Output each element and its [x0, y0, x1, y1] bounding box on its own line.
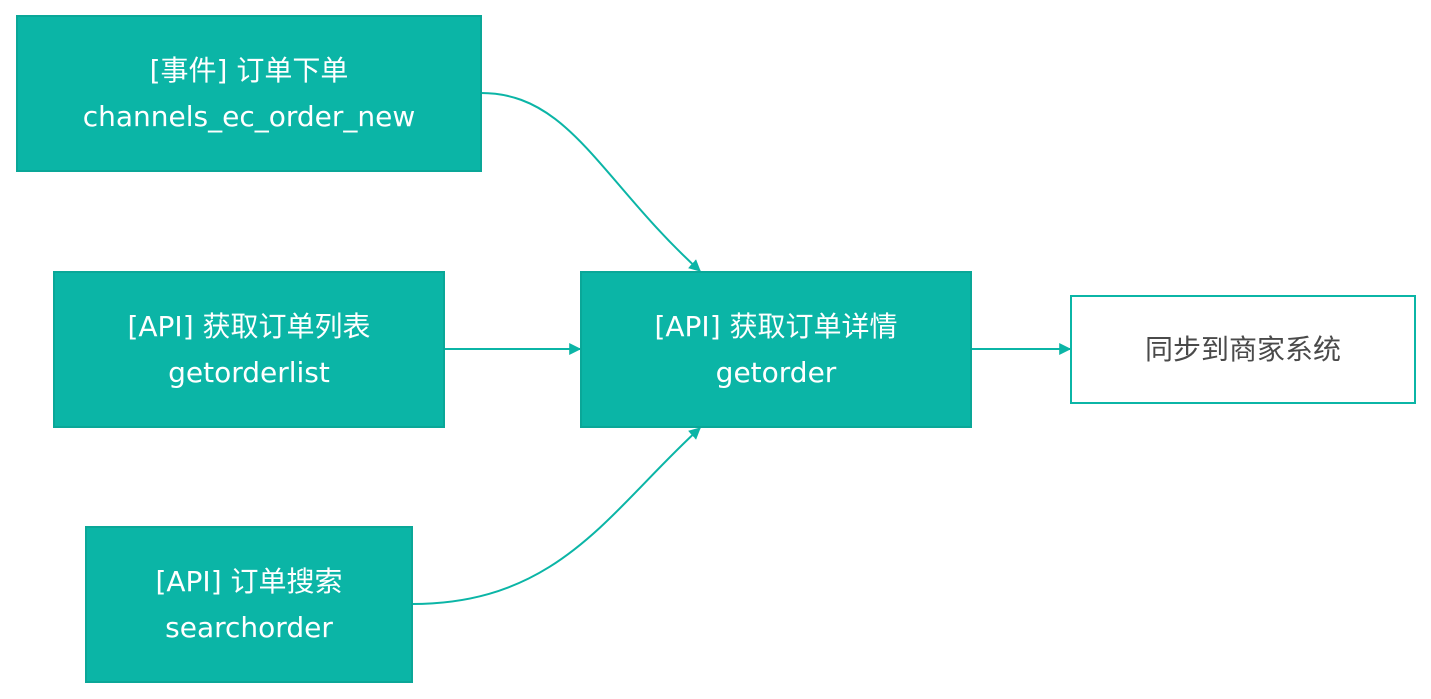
node-api-getorder-title: [API] 获取订单详情	[654, 309, 898, 343]
node-api-searchorder: [API] 订单搜索 searchorder	[85, 526, 413, 683]
node-event-order-new-code: channels_ec_order_new	[82, 99, 416, 133]
node-event-order-new: [事件] 订单下单 channels_ec_order_new	[16, 15, 482, 172]
node-sync-merchant-title: 同步到商家系统	[1144, 332, 1341, 366]
edge-event-to-getorder	[480, 92, 701, 272]
node-api-getorderlist: [API] 获取订单列表 getorderlist	[53, 271, 445, 428]
node-api-getorder-code: getorder	[715, 355, 837, 389]
node-api-getorderlist-code: getorderlist	[168, 355, 330, 389]
node-api-getorderlist-title: [API] 获取订单列表	[127, 309, 371, 343]
edge-searchorder-to-getorder	[411, 427, 701, 605]
node-sync-merchant: 同步到商家系统	[1070, 295, 1416, 404]
node-api-getorder: [API] 获取订单详情 getorder	[580, 271, 972, 428]
node-event-order-new-title: [事件] 订单下单	[149, 53, 349, 87]
node-api-searchorder-code: searchorder	[165, 610, 333, 644]
node-api-searchorder-title: [API] 订单搜索	[155, 564, 343, 598]
